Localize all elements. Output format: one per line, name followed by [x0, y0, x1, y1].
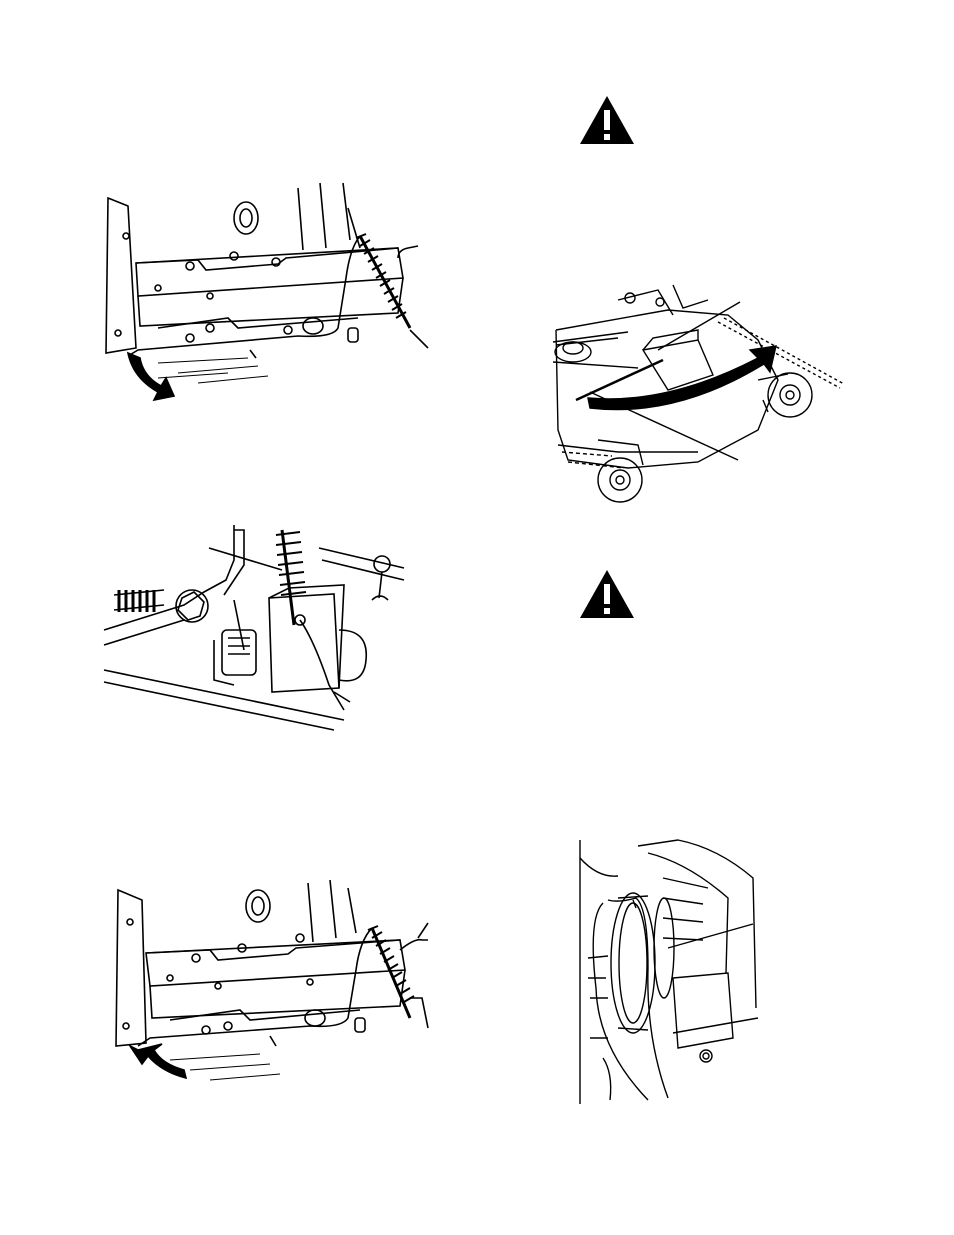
- figure-belt-pulley: [578, 838, 778, 1106]
- figure-spring-hook-closeup: [104, 520, 414, 730]
- warning-triangle-icon: [578, 568, 636, 625]
- figure-spring-rod-raised: [110, 878, 450, 1093]
- figure-spring-rod-lower: [98, 178, 458, 403]
- warning-triangle-icon: [578, 94, 636, 151]
- figure-deck-rotate: [548, 280, 848, 512]
